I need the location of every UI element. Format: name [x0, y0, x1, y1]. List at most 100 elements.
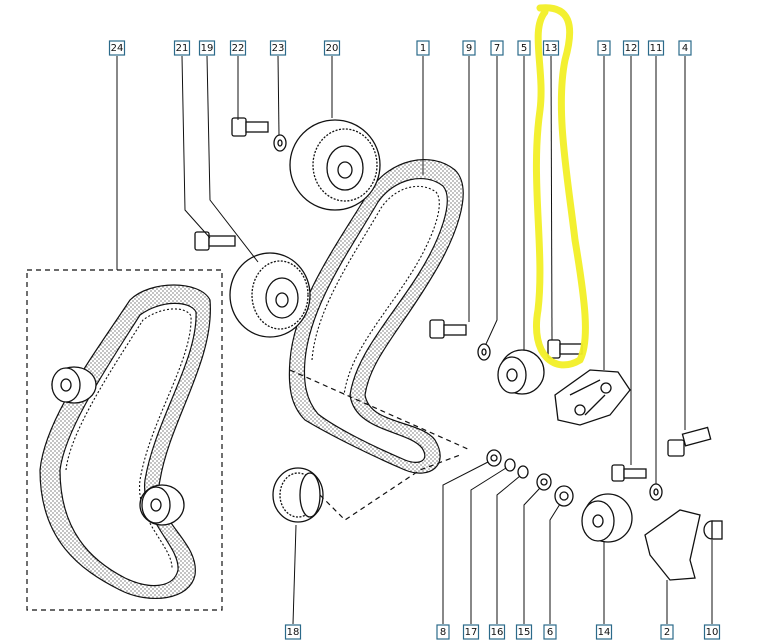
- callout-box-16: [488, 624, 506, 640]
- callout-text-23: 23: [272, 43, 285, 54]
- callout-text-20: 20: [326, 43, 339, 54]
- callout-box-2: [660, 624, 674, 640]
- washer-11: [649, 483, 663, 501]
- leader-line-8: [442, 461, 489, 624]
- callout-4: 4: [678, 40, 692, 56]
- callout-text-16: 16: [491, 627, 504, 638]
- kit-roller-top: [51, 366, 97, 404]
- callout-text-11: 11: [650, 43, 663, 54]
- callout-8: 8: [436, 624, 450, 640]
- callout-text-19: 19: [201, 43, 214, 54]
- leader-line-13: [550, 55, 553, 341]
- callout-text-14: 14: [598, 627, 611, 638]
- callout-text-6: 6: [547, 627, 553, 638]
- nut-6: [554, 485, 574, 507]
- washer-16: [517, 465, 529, 479]
- callout-text-21: 21: [176, 43, 189, 54]
- kit-inset-box: [26, 269, 223, 611]
- callout-box-4: [678, 40, 692, 56]
- tensioner-roller-5: [497, 349, 545, 395]
- callout-box-3: [597, 40, 611, 56]
- timing-belt: [288, 159, 464, 474]
- callout-text-12: 12: [625, 43, 638, 54]
- bolt-9: [429, 319, 467, 339]
- callout-box-15: [515, 624, 533, 640]
- callout-7: 7: [490, 40, 504, 56]
- callout-box-22: [229, 40, 247, 56]
- bolt-22: [231, 117, 269, 137]
- nut-8: [486, 449, 502, 467]
- callout-text-1: 1: [420, 43, 426, 54]
- leader-line-17: [470, 467, 507, 624]
- callout-text-10: 10: [706, 627, 719, 638]
- callout-box-8: [436, 624, 450, 640]
- callout-16: 16: [488, 624, 506, 640]
- callout-box-24: [108, 40, 126, 56]
- callout-box-7: [490, 40, 504, 56]
- idler-roller-14: [581, 493, 633, 543]
- kit-roller-bottom: [139, 484, 185, 526]
- callout-text-15: 15: [518, 627, 531, 638]
- callout-text-24: 24: [111, 43, 124, 54]
- leader-line-16: [496, 475, 521, 624]
- callout-box-1: [416, 40, 430, 56]
- callout-box-6: [543, 624, 557, 640]
- washer-15: [536, 473, 552, 491]
- callout-22: 22: [229, 40, 247, 56]
- callout-text-17: 17: [465, 627, 478, 638]
- washer-17: [504, 458, 516, 472]
- callout-box-13: [542, 40, 560, 56]
- bolt-13: [547, 339, 583, 359]
- callout-text-8: 8: [440, 627, 446, 638]
- bolt-21: [194, 231, 236, 251]
- callout-text-3: 3: [601, 43, 607, 54]
- callout-box-10: [703, 624, 721, 640]
- callout-box-20: [323, 40, 341, 56]
- tensioner-bracket-3: [554, 369, 631, 426]
- callout-11: 11: [647, 40, 665, 56]
- callout-text-18: 18: [287, 627, 300, 638]
- callout-9: 9: [462, 40, 476, 56]
- callout-21: 21: [173, 40, 191, 56]
- callout-12: 12: [622, 40, 640, 56]
- yellow-highlight-mark: [532, 4, 589, 369]
- callout-box-14: [595, 624, 613, 640]
- washer-7: [477, 343, 491, 361]
- crank-axis-dash: [319, 454, 461, 521]
- leader-line-21: [181, 55, 211, 239]
- callout-box-18: [284, 624, 302, 640]
- callout-17: 17: [462, 624, 480, 640]
- callout-box-23: [269, 40, 287, 56]
- washer-23: [273, 134, 287, 152]
- kit-belt: [39, 284, 211, 599]
- leader-line-23: [277, 55, 280, 136]
- callout-box-5: [517, 40, 531, 56]
- callout-10: 10: [703, 624, 721, 640]
- callout-18: 18: [284, 624, 302, 640]
- callout-5: 5: [517, 40, 531, 56]
- callout-leaders: [116, 55, 713, 625]
- leader-line-19: [206, 55, 259, 263]
- callout-text-4: 4: [682, 43, 688, 54]
- callout-20: 20: [323, 40, 341, 56]
- callout-19: 19: [198, 40, 216, 56]
- callout-14: 14: [595, 624, 613, 640]
- callout-6: 6: [543, 624, 557, 640]
- stud-4: [667, 426, 712, 457]
- callout-text-22: 22: [232, 43, 245, 54]
- callout-1: 1: [416, 40, 430, 56]
- callout-text-9: 9: [466, 43, 472, 54]
- leader-line-18: [292, 524, 297, 625]
- leader-line-6: [549, 503, 561, 624]
- callout-13: 13: [542, 40, 560, 56]
- callout-box-11: [647, 40, 665, 56]
- callout-box-19: [198, 40, 216, 56]
- callout-text-13: 13: [545, 43, 558, 54]
- callout-3: 3: [597, 40, 611, 56]
- crankshaft-sprocket-18: [272, 467, 324, 523]
- callout-box-9: [462, 40, 476, 56]
- idler-bracket-2: [644, 509, 701, 581]
- callout-15: 15: [515, 624, 533, 640]
